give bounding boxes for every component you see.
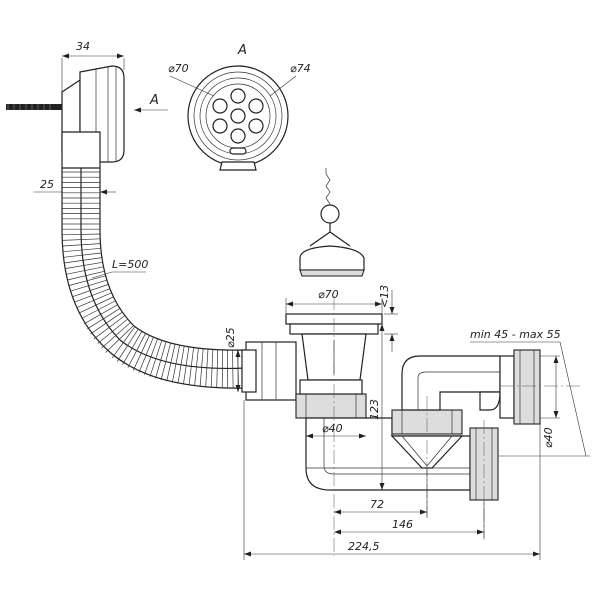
drain-body — [241, 313, 383, 419]
dim-hose-connection: ⌀25 — [224, 327, 241, 392]
hose-rib — [68, 275, 106, 286]
grate-dia-74: ⌀74 — [290, 62, 311, 75]
overflow-head — [6, 65, 125, 169]
hose-rib — [143, 339, 158, 375]
hose-rib — [101, 322, 131, 349]
hose-rib — [64, 257, 102, 264]
grate-dia-70: ⌀70 — [168, 62, 189, 75]
dim-overflow-width: 34 — [61, 40, 125, 92]
outlet-adjust-label: min 45 - max 55 — [470, 328, 561, 341]
flange-height-label: <13 — [378, 285, 391, 308]
hose-connection-label: ⌀25 — [224, 327, 237, 348]
hose-rib — [149, 340, 163, 377]
hose-rib — [127, 333, 146, 368]
hose-rib — [111, 326, 135, 359]
dim-25-label: 25 — [40, 178, 54, 191]
hose-rib — [205, 348, 209, 387]
hose-rib — [166, 344, 176, 382]
hose-rib — [117, 329, 139, 362]
dim-outlet-dia: ⌀40 — [540, 355, 560, 448]
len-146-label: 146 — [392, 518, 413, 531]
hose-rib — [61, 233, 101, 236]
hose-rib — [93, 315, 125, 340]
plug-with-chain — [299, 168, 365, 277]
hose-rib — [73, 288, 110, 303]
hose-rib — [67, 270, 105, 281]
view-a-arrow: A — [134, 93, 168, 113]
hose-rib — [194, 348, 199, 386]
hose-rib — [62, 243, 101, 247]
grate-view-a: A ⌀70 ⌀74 — [168, 43, 311, 171]
dim-height: 123 — [368, 324, 385, 490]
hose-rib — [97, 319, 128, 344]
hose-length-label: L=500 — [112, 258, 148, 271]
outlet-dia-label: ⌀40 — [542, 427, 555, 448]
dim-34-label: 34 — [76, 40, 90, 53]
len-224-label: 224,5 — [348, 540, 380, 553]
hose-rib — [122, 331, 142, 365]
hose-rib — [177, 346, 185, 384]
hose-rib — [66, 266, 104, 275]
len-72-label: 72 — [370, 498, 384, 511]
hose-rib — [188, 347, 194, 386]
dim-flange-height: <13 — [378, 285, 398, 352]
hose-rib — [81, 300, 116, 319]
hose-rib — [62, 247, 101, 253]
hose-rib — [70, 279, 107, 292]
dim-overflow-pipe: 25 — [34, 178, 116, 200]
hose-rib — [63, 252, 102, 258]
hose-rib — [183, 346, 190, 385]
height-123-label: 123 — [368, 399, 381, 420]
hose-rib — [87, 308, 120, 330]
hose-rib — [216, 349, 219, 388]
hose-rib — [76, 292, 112, 309]
dim-siphon-inlet: ⌀40 — [306, 422, 366, 439]
siphon-inlet-label: ⌀40 — [322, 422, 343, 435]
hose-rib — [232, 349, 234, 388]
hose-rib — [210, 349, 214, 388]
hose-rib — [65, 261, 103, 269]
hose-rib — [78, 296, 114, 314]
dim-224: 224,5 — [243, 400, 541, 560]
overflow-rod — [6, 104, 62, 110]
dim-72: 72 — [334, 468, 428, 518]
dim-146: 146 — [334, 500, 485, 538]
view-a-title: A — [237, 43, 247, 58]
hose-rib — [160, 343, 171, 381]
hose-rib — [105, 325, 134, 353]
dim-outlet-adjust: min 45 - max 55 — [470, 328, 590, 457]
hose-rib — [221, 349, 224, 388]
hose-rib — [71, 284, 109, 298]
hose-rib — [84, 304, 118, 325]
hose-rib — [199, 348, 204, 387]
view-arrow-label: A — [149, 93, 159, 108]
hose-rib — [90, 312, 123, 335]
hose-rib — [155, 341, 167, 379]
hose-rib — [171, 345, 180, 383]
siphon-trap — [305, 355, 501, 491]
hose-ribs — [61, 171, 245, 388]
hose-rib — [132, 335, 150, 371]
outlet-upper — [499, 349, 541, 425]
flange-dia-label: ⌀70 — [318, 288, 339, 301]
hose-rib — [138, 337, 154, 373]
corrugated-hose: L=500 — [61, 168, 247, 389]
hose-rib — [62, 238, 101, 241]
